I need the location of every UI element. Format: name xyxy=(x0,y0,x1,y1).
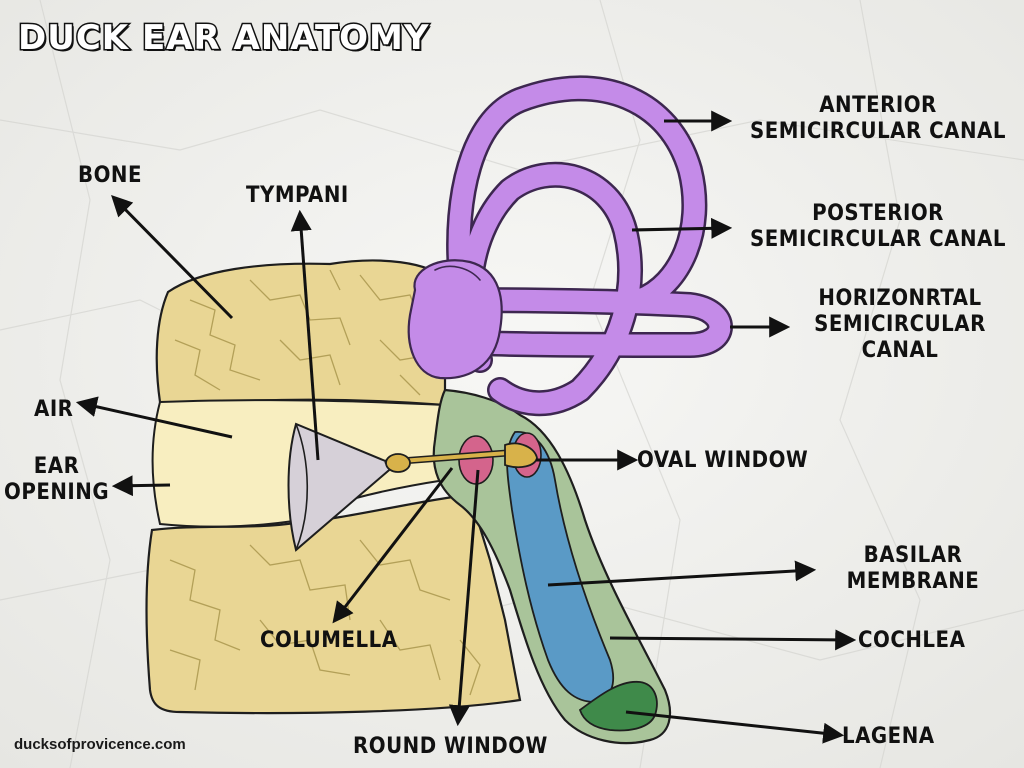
label-bone: BONE xyxy=(78,163,142,188)
footer-website: ducksofprovicence.com xyxy=(14,736,186,753)
label-columella: COLUMELLA xyxy=(260,628,398,653)
label-round-window: ROUND WINDOW xyxy=(353,734,548,759)
label-basilar-line2: MEMBRANE xyxy=(846,569,980,594)
label-lagena: LAGENA xyxy=(842,724,935,749)
columella xyxy=(384,442,538,473)
label-air: AIR xyxy=(34,397,74,422)
label-posterior-line2: SEMICIRCULAR CANAL xyxy=(750,227,1006,252)
arrow-basilar xyxy=(547,560,817,587)
arrow-ear-opening xyxy=(111,475,171,497)
upper-bone xyxy=(155,259,447,407)
label-horizontal-line2: SEMICIRCULAR xyxy=(814,312,986,337)
label-tympani: TYMPANI xyxy=(246,183,349,208)
label-anterior-line2: SEMICIRCULAR CANAL xyxy=(750,119,1006,144)
tympani xyxy=(287,422,397,552)
label-anterior-line1: ANTERIOR xyxy=(819,93,937,118)
label-horizontal-line1: HORIZONRTAL xyxy=(818,286,982,311)
label-cochlea: COCHLEA xyxy=(858,628,966,653)
arrow-bone xyxy=(111,195,234,320)
lower-bone xyxy=(145,493,522,715)
label-posterior: POSTERIOR SEMICIRCULAR CANAL xyxy=(740,201,1016,253)
arrow-posterior xyxy=(631,217,733,239)
page-title: DUCK EAR ANATOMY xyxy=(17,17,431,60)
arrow-round-window xyxy=(448,469,480,727)
semicircular-canals xyxy=(407,75,733,417)
label-ear-opening-line2: OPENING xyxy=(4,480,110,505)
label-basilar: BASILAR MEMBRANE xyxy=(828,543,998,595)
arrows xyxy=(75,110,857,744)
arrow-columella xyxy=(332,467,454,624)
arrow-lagena xyxy=(625,710,845,744)
label-anterior: ANTERIOR SEMICIRCULAR CANAL xyxy=(740,93,1016,145)
label-basilar-line1: BASILAR xyxy=(863,543,963,568)
arrow-air xyxy=(75,396,233,439)
label-oval-window: OVAL WINDOW xyxy=(637,448,809,473)
arrow-cochlea xyxy=(609,629,857,651)
label-horizontal: HORIZONRTAL SEMICIRCULAR CANAL xyxy=(800,286,1000,364)
arrow-tympani xyxy=(290,209,320,461)
label-posterior-line1: POSTERIOR xyxy=(812,201,944,226)
label-ear-opening-line1: EAR xyxy=(33,454,80,479)
label-ear-opening: EAR OPENING xyxy=(4,454,109,506)
label-horizontal-line3: CANAL xyxy=(861,338,939,363)
